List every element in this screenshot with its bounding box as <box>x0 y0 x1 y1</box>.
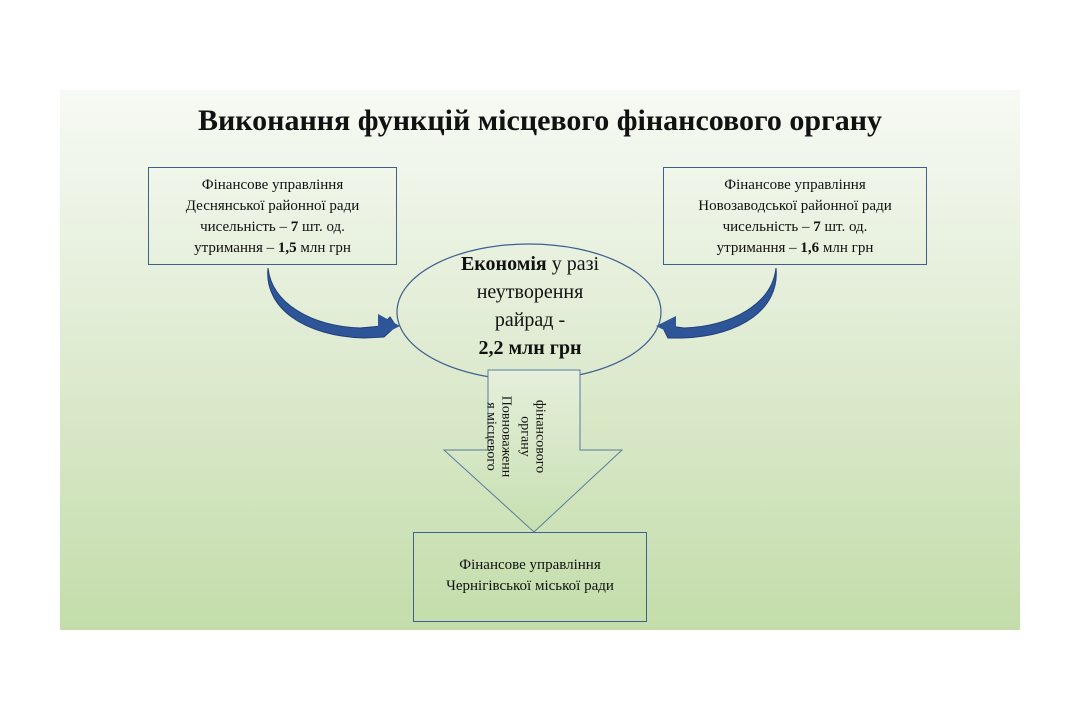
down-block-arrow <box>442 369 624 533</box>
savings-line3: райрад - <box>494 309 566 331</box>
slide: Виконання функцій місцевого фінансового … <box>60 90 1020 630</box>
right-box-cost: утримання – 1,6 млн грн <box>716 240 874 256</box>
left-box-staff: чисельність – 7 шт. од. <box>200 219 345 235</box>
left-district-box: Фінансове управління Деснянської районно… <box>148 167 397 265</box>
left-box-line1: Фінансове управління <box>201 177 344 193</box>
savings-text: Економія у разі неутворення райрад - 2,2… <box>410 250 650 362</box>
savings-amount: 2,2 млн грн <box>478 337 582 359</box>
diagram-shapes <box>267 243 777 533</box>
arrow-label: Повноваженн я місцевого <box>483 383 514 491</box>
left-box-cost: утримання – 1,5 млн грн <box>194 240 351 256</box>
city-box-line1: Фінансове управління <box>459 557 601 573</box>
right-curved-arrow <box>663 267 777 339</box>
city-council-box: Фінансове управління Чернігівської міськ… <box>413 532 647 622</box>
left-curved-arrowhead <box>378 314 400 337</box>
savings-line2: неутворення <box>476 281 584 303</box>
right-box-line2: Новозаводської районної ради <box>698 198 892 214</box>
right-curved-arrowhead <box>656 316 676 336</box>
page-title: Виконання функцій місцевого фінансового … <box>197 104 882 137</box>
arrow-label-line1: Повноваженн <box>498 395 514 478</box>
arrow-label-2: фінансового органу <box>517 383 548 491</box>
left-curved-arrow <box>267 267 397 339</box>
right-district-box: Фінансове управління Новозаводської райо… <box>663 167 927 265</box>
city-box-line2: Чернігівської міської ради <box>446 578 614 594</box>
arrow-label-line3: фінансового <box>532 399 548 474</box>
left-box-line2: Деснянської районної ради <box>185 198 360 214</box>
right-box-line1: Фінансове управління <box>724 177 866 193</box>
arrow-label-line4: органу <box>517 416 533 457</box>
right-box-staff: чисельність – 7 шт. од. <box>722 219 868 235</box>
arrow-label-line2: я місцевого <box>483 402 499 471</box>
savings-line1: Економія у разі <box>460 253 600 275</box>
